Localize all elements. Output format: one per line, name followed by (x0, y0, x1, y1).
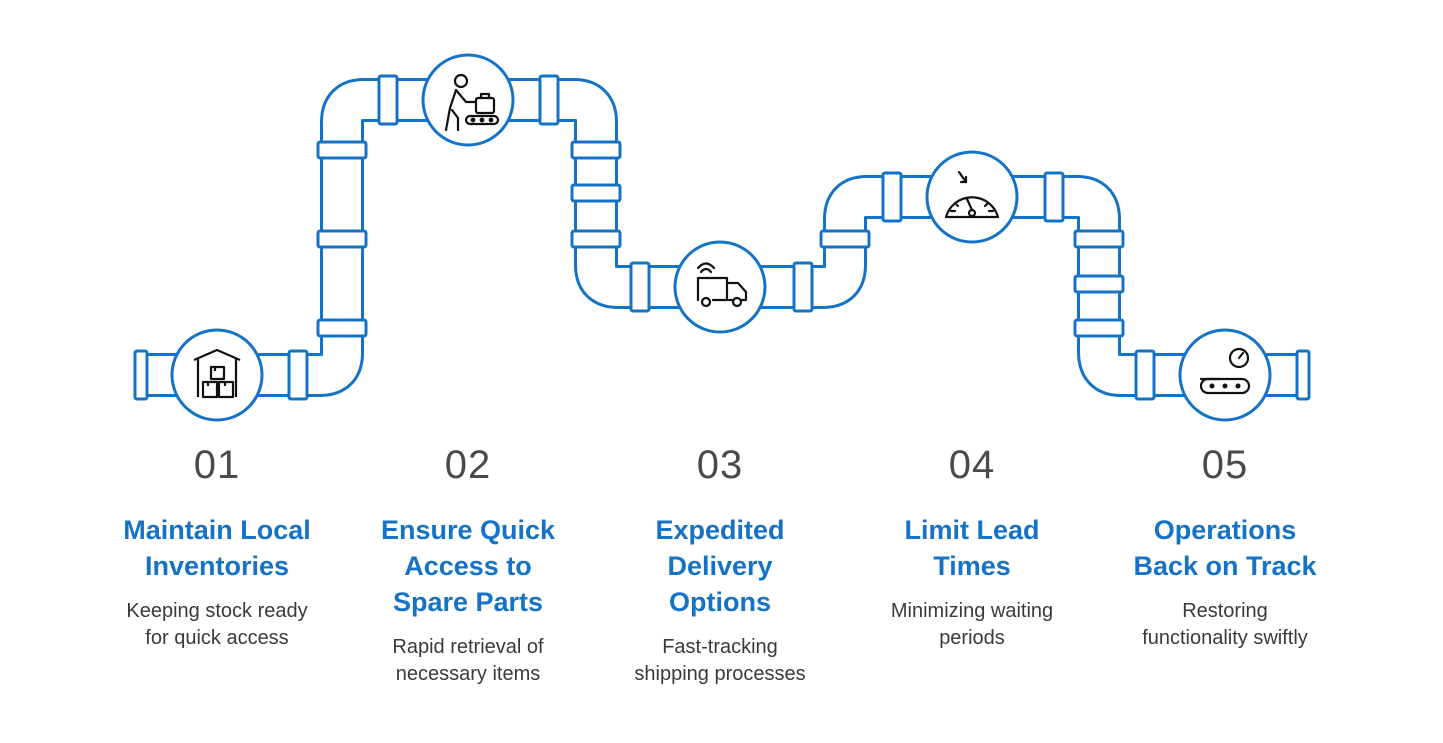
step-title-line: Expedited (655, 515, 785, 545)
step-title-line: Maintain Local (123, 515, 311, 545)
step-description-line: Restoring (1182, 600, 1268, 622)
step-number: 02 (444, 443, 492, 487)
node-5 (1178, 328, 1272, 422)
step-description-line: Fast-tracking (662, 636, 778, 658)
delivery-truck-icon (696, 262, 748, 308)
person-conveyor-icon (444, 73, 500, 132)
step-description-line: for quick access (145, 627, 289, 649)
step-title-line: Access to (404, 551, 532, 581)
step-number: 01 (193, 443, 241, 487)
node-3 (673, 240, 767, 334)
step-description: Restoring functionality swiftly (1100, 598, 1350, 652)
step-title-line: Options (669, 587, 771, 617)
step-description-line: functionality swiftly (1142, 627, 1308, 649)
step-description: Rapid retrieval of necessary items (343, 634, 593, 688)
step-description-line: Rapid retrieval of (392, 636, 544, 658)
step-description-line: necessary items (395, 663, 541, 685)
step-description-line: Minimizing waiting (890, 600, 1054, 622)
step-description: Fast-tracking shipping processes (595, 634, 845, 688)
step-description-line: Keeping stock ready (126, 600, 308, 622)
step-title-line: Back on Track (1133, 551, 1317, 581)
step-title: Ensure Quick Access to Spare Parts (343, 512, 593, 620)
pipe-couplings (133, 74, 1311, 401)
step-title: Expedited Delivery Options (595, 512, 845, 620)
warehouse-boxes-icon (193, 348, 241, 399)
step-title: Operations Back on Track (1100, 512, 1350, 584)
step-title: Limit Lead Times (847, 512, 1097, 584)
node-1 (170, 328, 264, 422)
step-number: 04 (948, 443, 996, 487)
step-description: Keeping stock ready for quick access (92, 598, 342, 652)
node-4 (925, 150, 1019, 244)
step-number: 03 (696, 443, 744, 487)
step-4: 04 Limit Lead Times Minimizing waiting p… (847, 440, 1097, 652)
step-title-line: Operations (1153, 515, 1297, 545)
step-2: 02 Ensure Quick Access to Spare Parts Ra… (343, 440, 593, 688)
step-number: 05 (1201, 443, 1249, 487)
step-title-line: Delivery (667, 551, 773, 581)
step-title-line: Times (933, 551, 1011, 581)
step-description: Minimizing waiting periods (847, 598, 1097, 652)
pipe-path (140, 78, 1302, 397)
step-title-line: Inventories (144, 551, 290, 581)
conveyor-gauge-icon (1199, 347, 1251, 395)
step-3: 03 Expedited Delivery Options Fast-track… (595, 440, 845, 688)
node-2 (421, 53, 515, 147)
step-title-line: Spare Parts (392, 587, 544, 617)
step-title: Maintain Local Inventories (92, 512, 342, 584)
step-title-line: Limit Lead (904, 515, 1040, 545)
step-description-line: periods (939, 627, 1005, 649)
step-5: 05 Operations Back on Track Restoring fu… (1100, 440, 1350, 652)
step-title-line: Ensure Quick (380, 515, 556, 545)
step-1: 01 Maintain Local Inventories Keeping st… (92, 440, 342, 652)
speedometer-icon (944, 170, 1000, 219)
step-description-line: shipping processes (634, 663, 806, 685)
